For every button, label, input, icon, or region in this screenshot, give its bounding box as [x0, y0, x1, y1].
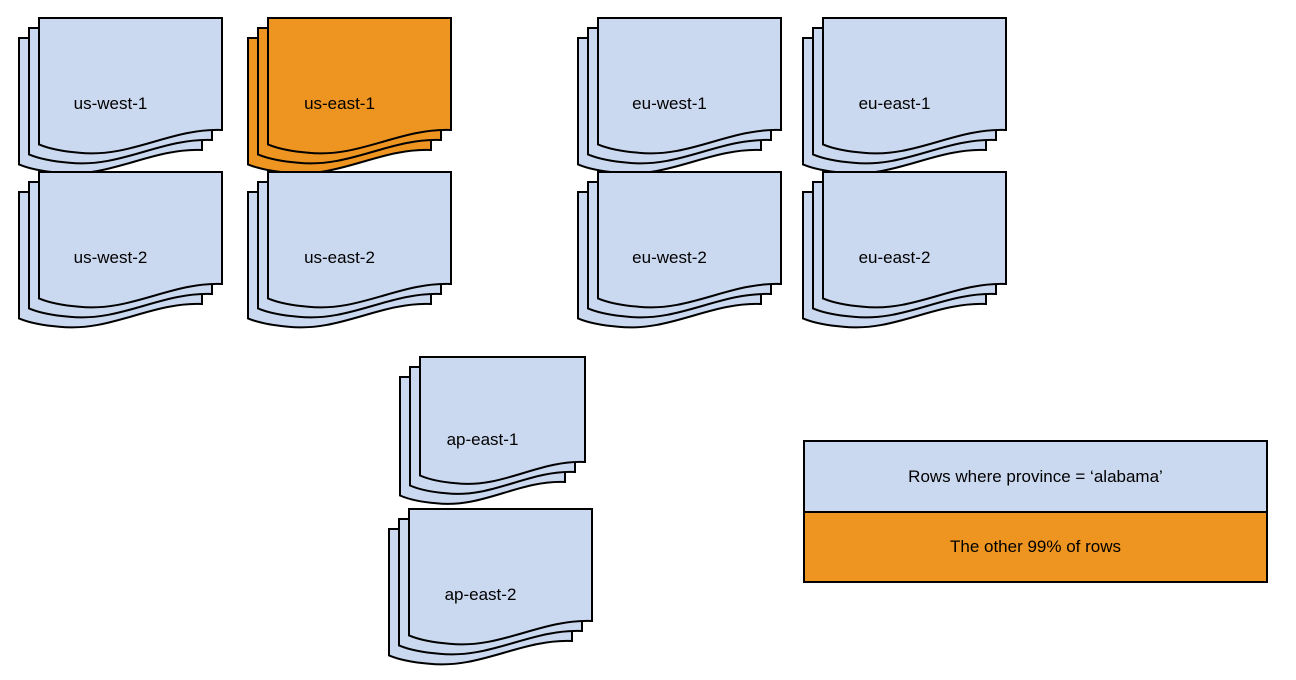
document-stack-eu-west-1[interactable]: eu-west-1: [577, 17, 782, 192]
document-stack-ap-east-2[interactable]: ap-east-2: [388, 508, 593, 680]
legend-other: The other 99% of rows: [805, 513, 1266, 581]
legend: Rows where province = ‘alabama’ The other…: [803, 440, 1268, 583]
document-sheet: [822, 17, 1007, 155]
document-stack-shape: [577, 17, 782, 175]
document-stack-shape: [388, 508, 593, 666]
document-stack-shape: [802, 17, 1007, 175]
document-stack-us-west-2[interactable]: us-west-2: [18, 171, 223, 346]
document-stack-ap-east-1[interactable]: ap-east-1: [399, 356, 586, 521]
document-stack-us-west-1[interactable]: us-west-1: [18, 17, 223, 192]
document-stack-shape: [577, 171, 782, 329]
document-sheet: [38, 17, 223, 155]
document-stack-shape: [399, 356, 586, 505]
document-stack-us-east-1[interactable]: us-east-1: [247, 17, 452, 192]
document-sheet: [419, 356, 586, 485]
document-stack-eu-east-2[interactable]: eu-east-2: [802, 171, 1007, 346]
document-sheet: [267, 17, 452, 155]
document-sheet: [822, 171, 1007, 309]
document-stack-shape: [802, 171, 1007, 329]
document-sheet: [597, 171, 782, 309]
document-stack-eu-east-1[interactable]: eu-east-1: [802, 17, 1007, 192]
document-stack-eu-west-2[interactable]: eu-west-2: [577, 171, 782, 346]
document-sheet: [408, 508, 593, 646]
document-stack-shape: [18, 17, 223, 175]
document-sheet: [267, 171, 452, 309]
legend-alabama: Rows where province = ‘alabama’: [805, 442, 1266, 513]
document-sheet: [38, 171, 223, 309]
document-stack-shape: [247, 171, 452, 329]
legend-other-label: The other 99% of rows: [949, 537, 1122, 556]
document-stack-shape: [18, 171, 223, 329]
legend-alabama-label: Rows where province = ‘alabama’: [908, 466, 1163, 486]
document-stack-shape: [247, 17, 452, 175]
document-sheet: [597, 17, 782, 155]
document-stack-us-east-2[interactable]: us-east-2: [247, 171, 452, 346]
